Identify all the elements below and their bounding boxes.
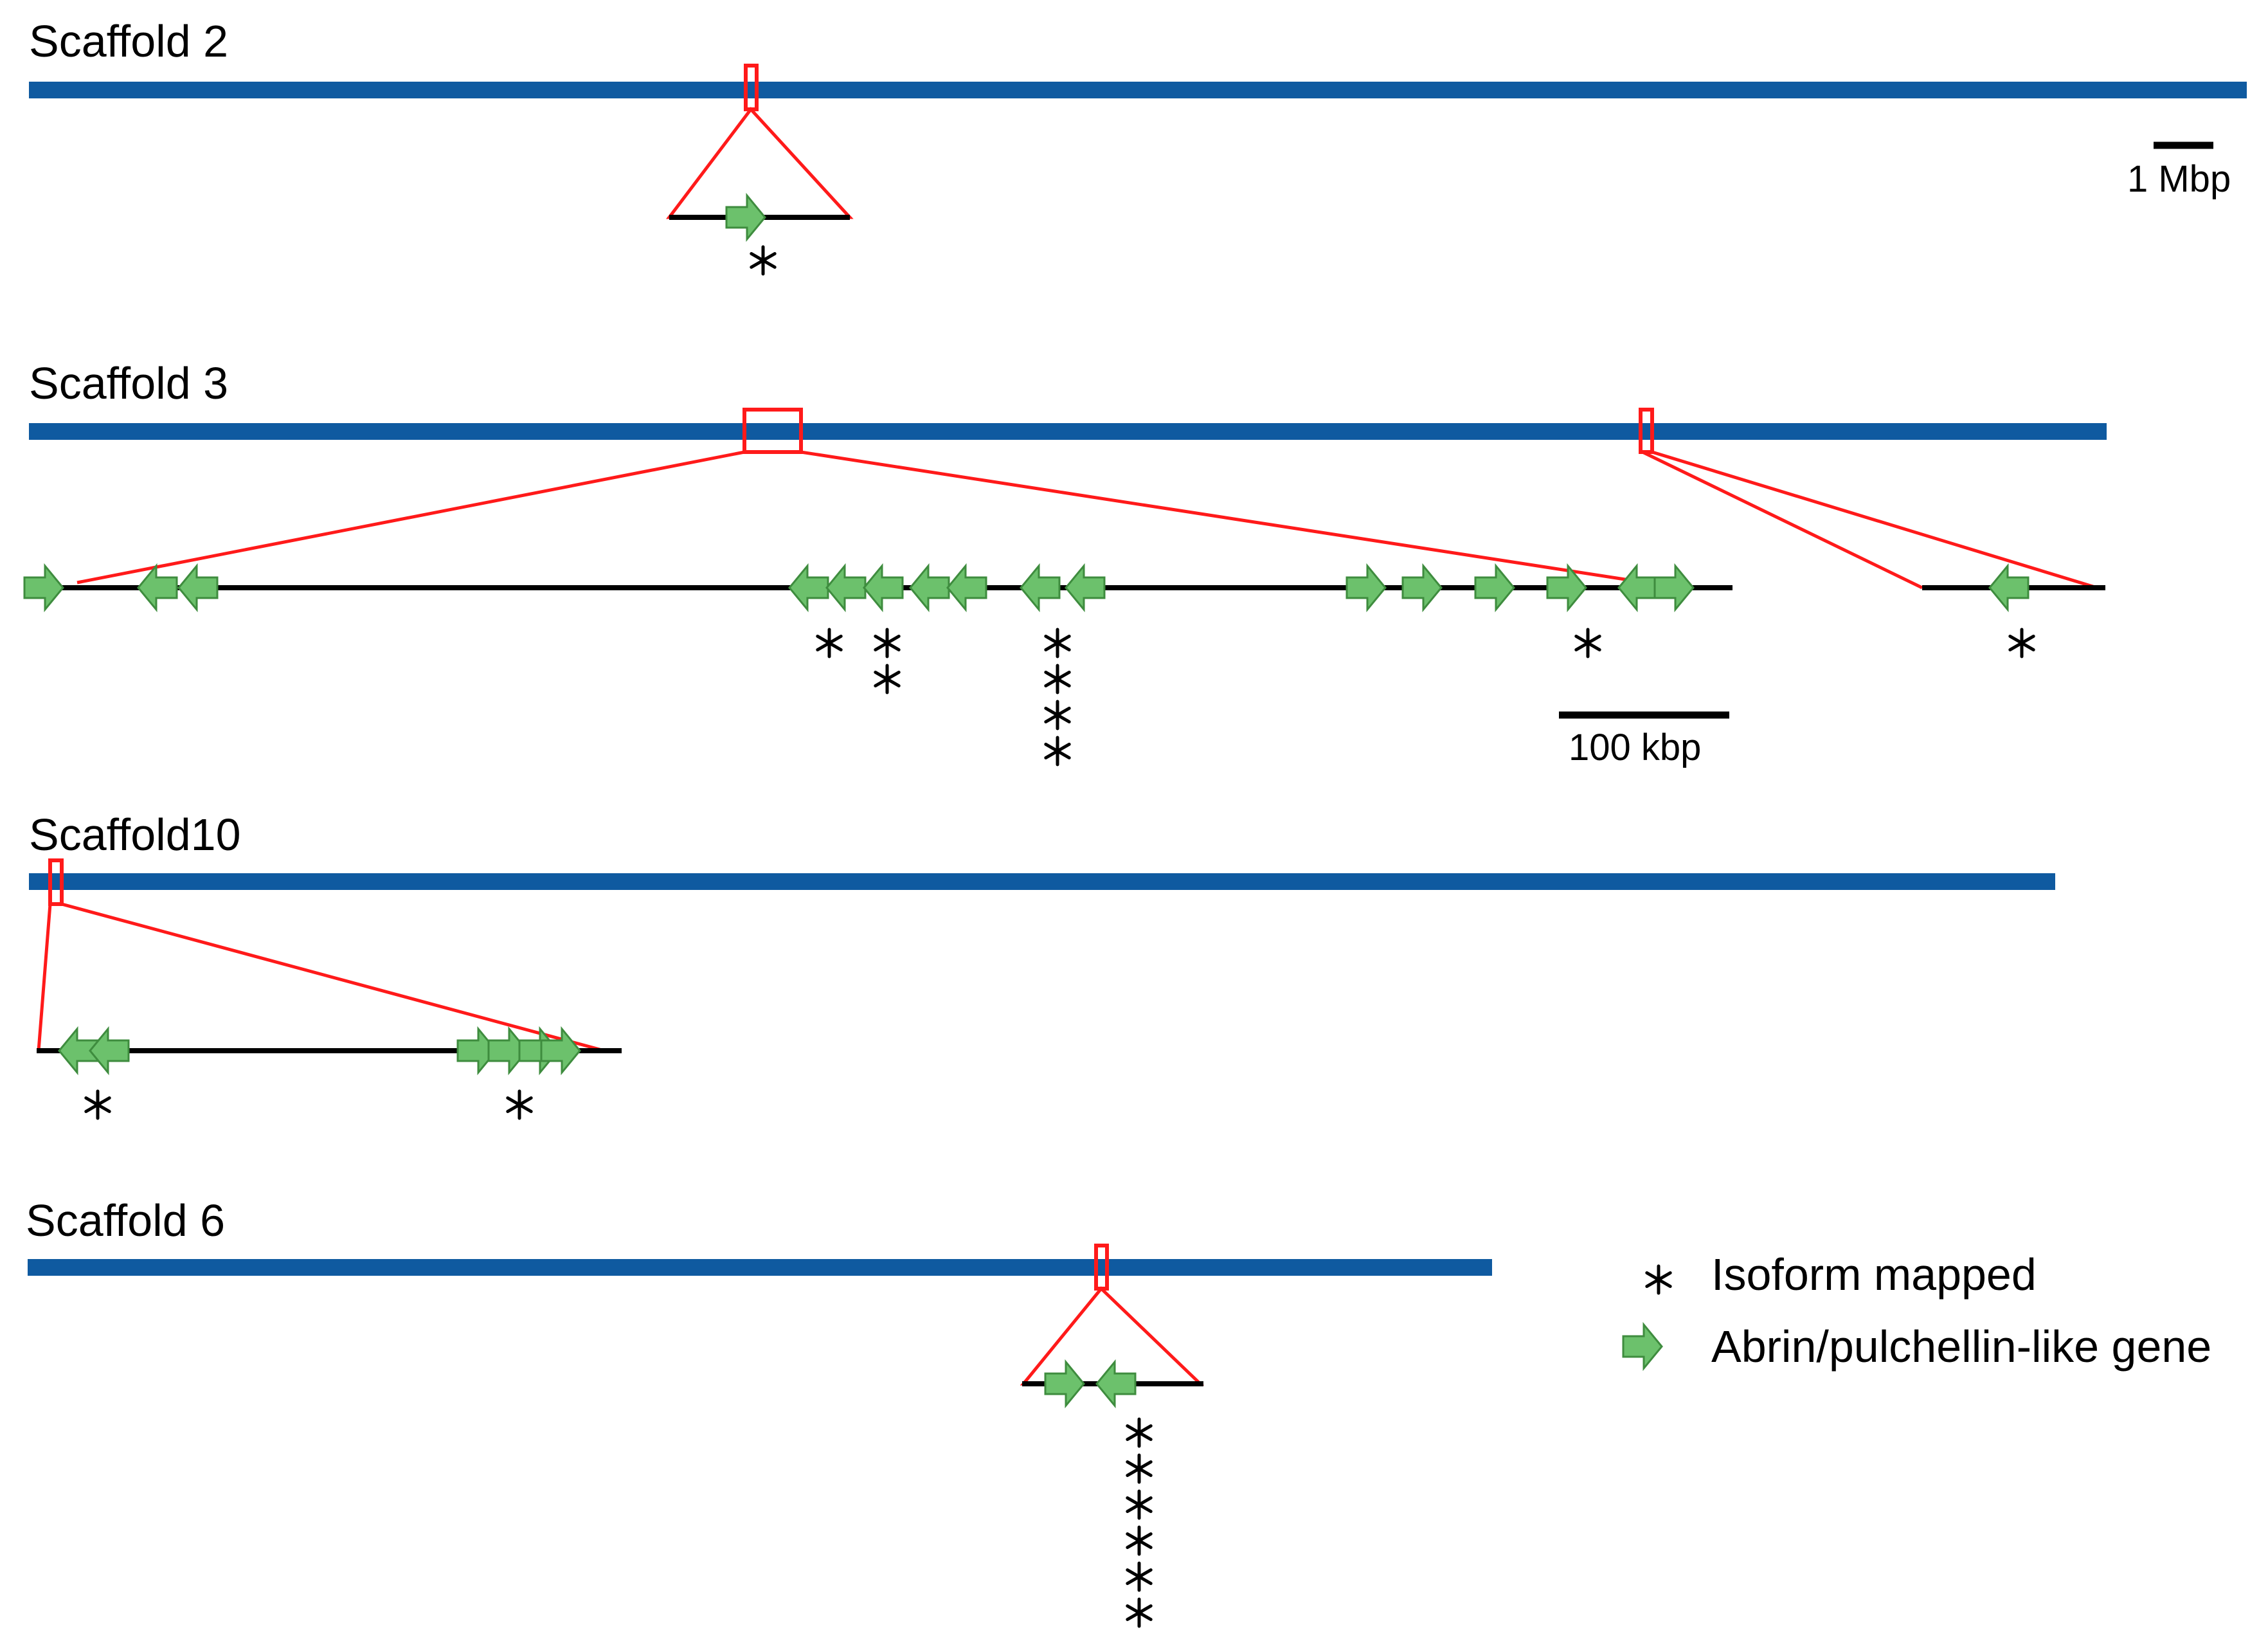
scaffold-6-panel: Scaffold 6	[26, 1195, 1492, 1628]
gene-arrow-left-icon	[89, 1026, 130, 1076]
isoform-asterisk-icon	[506, 1089, 533, 1120]
gene-arrow-right-icon	[1653, 563, 1695, 613]
gene-arrow-left-icon	[177, 563, 219, 613]
gene-arrow-left-icon	[58, 1026, 99, 1076]
scaffold-10-panel: Scaffold10	[29, 810, 2055, 1120]
gene-arrow-left-icon	[137, 563, 178, 613]
isoform-asterisk-icon	[1126, 1489, 1153, 1520]
scaffold-6-label: Scaffold 6	[26, 1195, 225, 1246]
scaffold-2-label: Scaffold 2	[29, 16, 228, 66]
isoform-asterisk-icon	[1044, 736, 1071, 766]
scaffold-3-panel: Scaffold 3 100 kbp	[23, 358, 2107, 768]
isoform-asterisk-icon	[874, 628, 901, 658]
gene-arrow-left-icon	[1095, 1359, 1137, 1409]
isoform-asterisk-icon	[750, 245, 777, 276]
gene-arrow-right-icon	[23, 563, 64, 613]
scaffold-3-bar	[29, 423, 2107, 440]
scaffold-6-bar	[28, 1259, 1492, 1276]
isoform-asterisk-icon	[874, 664, 901, 694]
gene-arrow-right-icon	[1474, 563, 1515, 613]
gene-arrow-right-icon	[725, 192, 766, 242]
gene-arrow-left-icon	[946, 563, 987, 613]
scaffold-3-zoom-lines-2	[1641, 450, 2098, 590]
isoform-asterisk-icon	[1126, 1597, 1153, 1628]
isoform-asterisk-icon	[816, 628, 843, 658]
scaffold-2-bar	[29, 82, 2247, 98]
scale-bar-100kbp-label: 100 kbp	[1569, 727, 1701, 768]
scale-bar-1mbp-label: 1 Mbp	[2127, 158, 2231, 200]
gene-arrow-right-icon	[456, 1026, 498, 1076]
isoform-asterisk-icon	[1126, 1561, 1153, 1592]
gene-arrow-left-icon	[1065, 563, 1106, 613]
isoform-asterisk-icon	[1574, 628, 1601, 658]
gene-arrow-left-icon	[825, 563, 867, 613]
scaffold-2-panel: Scaffold 2 1 Mbp	[29, 16, 2247, 276]
scaffold-3-label: Scaffold 3	[29, 358, 228, 408]
gene-arrow-left-icon	[1988, 563, 2030, 613]
isoform-asterisk-icon	[1126, 1453, 1153, 1484]
gene-arrow-left-icon	[863, 563, 904, 613]
legend-isoform-label: Isoform mapped	[1711, 1249, 2037, 1300]
gene-arrow-right-icon	[487, 1026, 528, 1076]
gene-arrow-right-icon	[1346, 563, 1387, 613]
legend-gene-label: Abrin/pulchellin-like gene	[1711, 1321, 2211, 1372]
legend-gene-icon	[1622, 1321, 1663, 1372]
gene-arrow-right-icon	[1546, 563, 1587, 613]
isoform-asterisk-icon	[84, 1089, 111, 1120]
isoform-asterisk-icon	[2008, 628, 2035, 658]
gene-arrow-left-icon	[1020, 563, 1061, 613]
isoform-asterisk-icon	[1044, 628, 1071, 658]
gene-arrow-right-icon	[1044, 1359, 1085, 1409]
isoform-asterisk-icon	[1044, 700, 1071, 730]
legend-asterisk-icon	[1645, 1264, 1672, 1295]
gene-arrow-left-icon	[1617, 563, 1659, 613]
gene-arrow-left-icon	[909, 563, 950, 613]
scaffold-10-label: Scaffold10	[29, 810, 241, 860]
gene-arrow-right-icon	[540, 1026, 581, 1076]
gene-arrow-right-icon	[1401, 563, 1443, 613]
scaffold-10-zoom-lines	[37, 902, 605, 1053]
isoform-asterisk-icon	[1126, 1417, 1153, 1448]
isoform-asterisk-icon	[1126, 1525, 1153, 1556]
gene-arrow-left-icon	[788, 563, 829, 613]
legend: Isoform mapped Abrin/pulchellin-like gen…	[1622, 1249, 2211, 1372]
scaffold-2-zoom-lines	[665, 107, 854, 219]
scaffold-3-zoom-lines-1	[76, 450, 1646, 585]
isoform-asterisk-icon	[1044, 664, 1071, 694]
scaffold-10-bar	[29, 873, 2055, 890]
